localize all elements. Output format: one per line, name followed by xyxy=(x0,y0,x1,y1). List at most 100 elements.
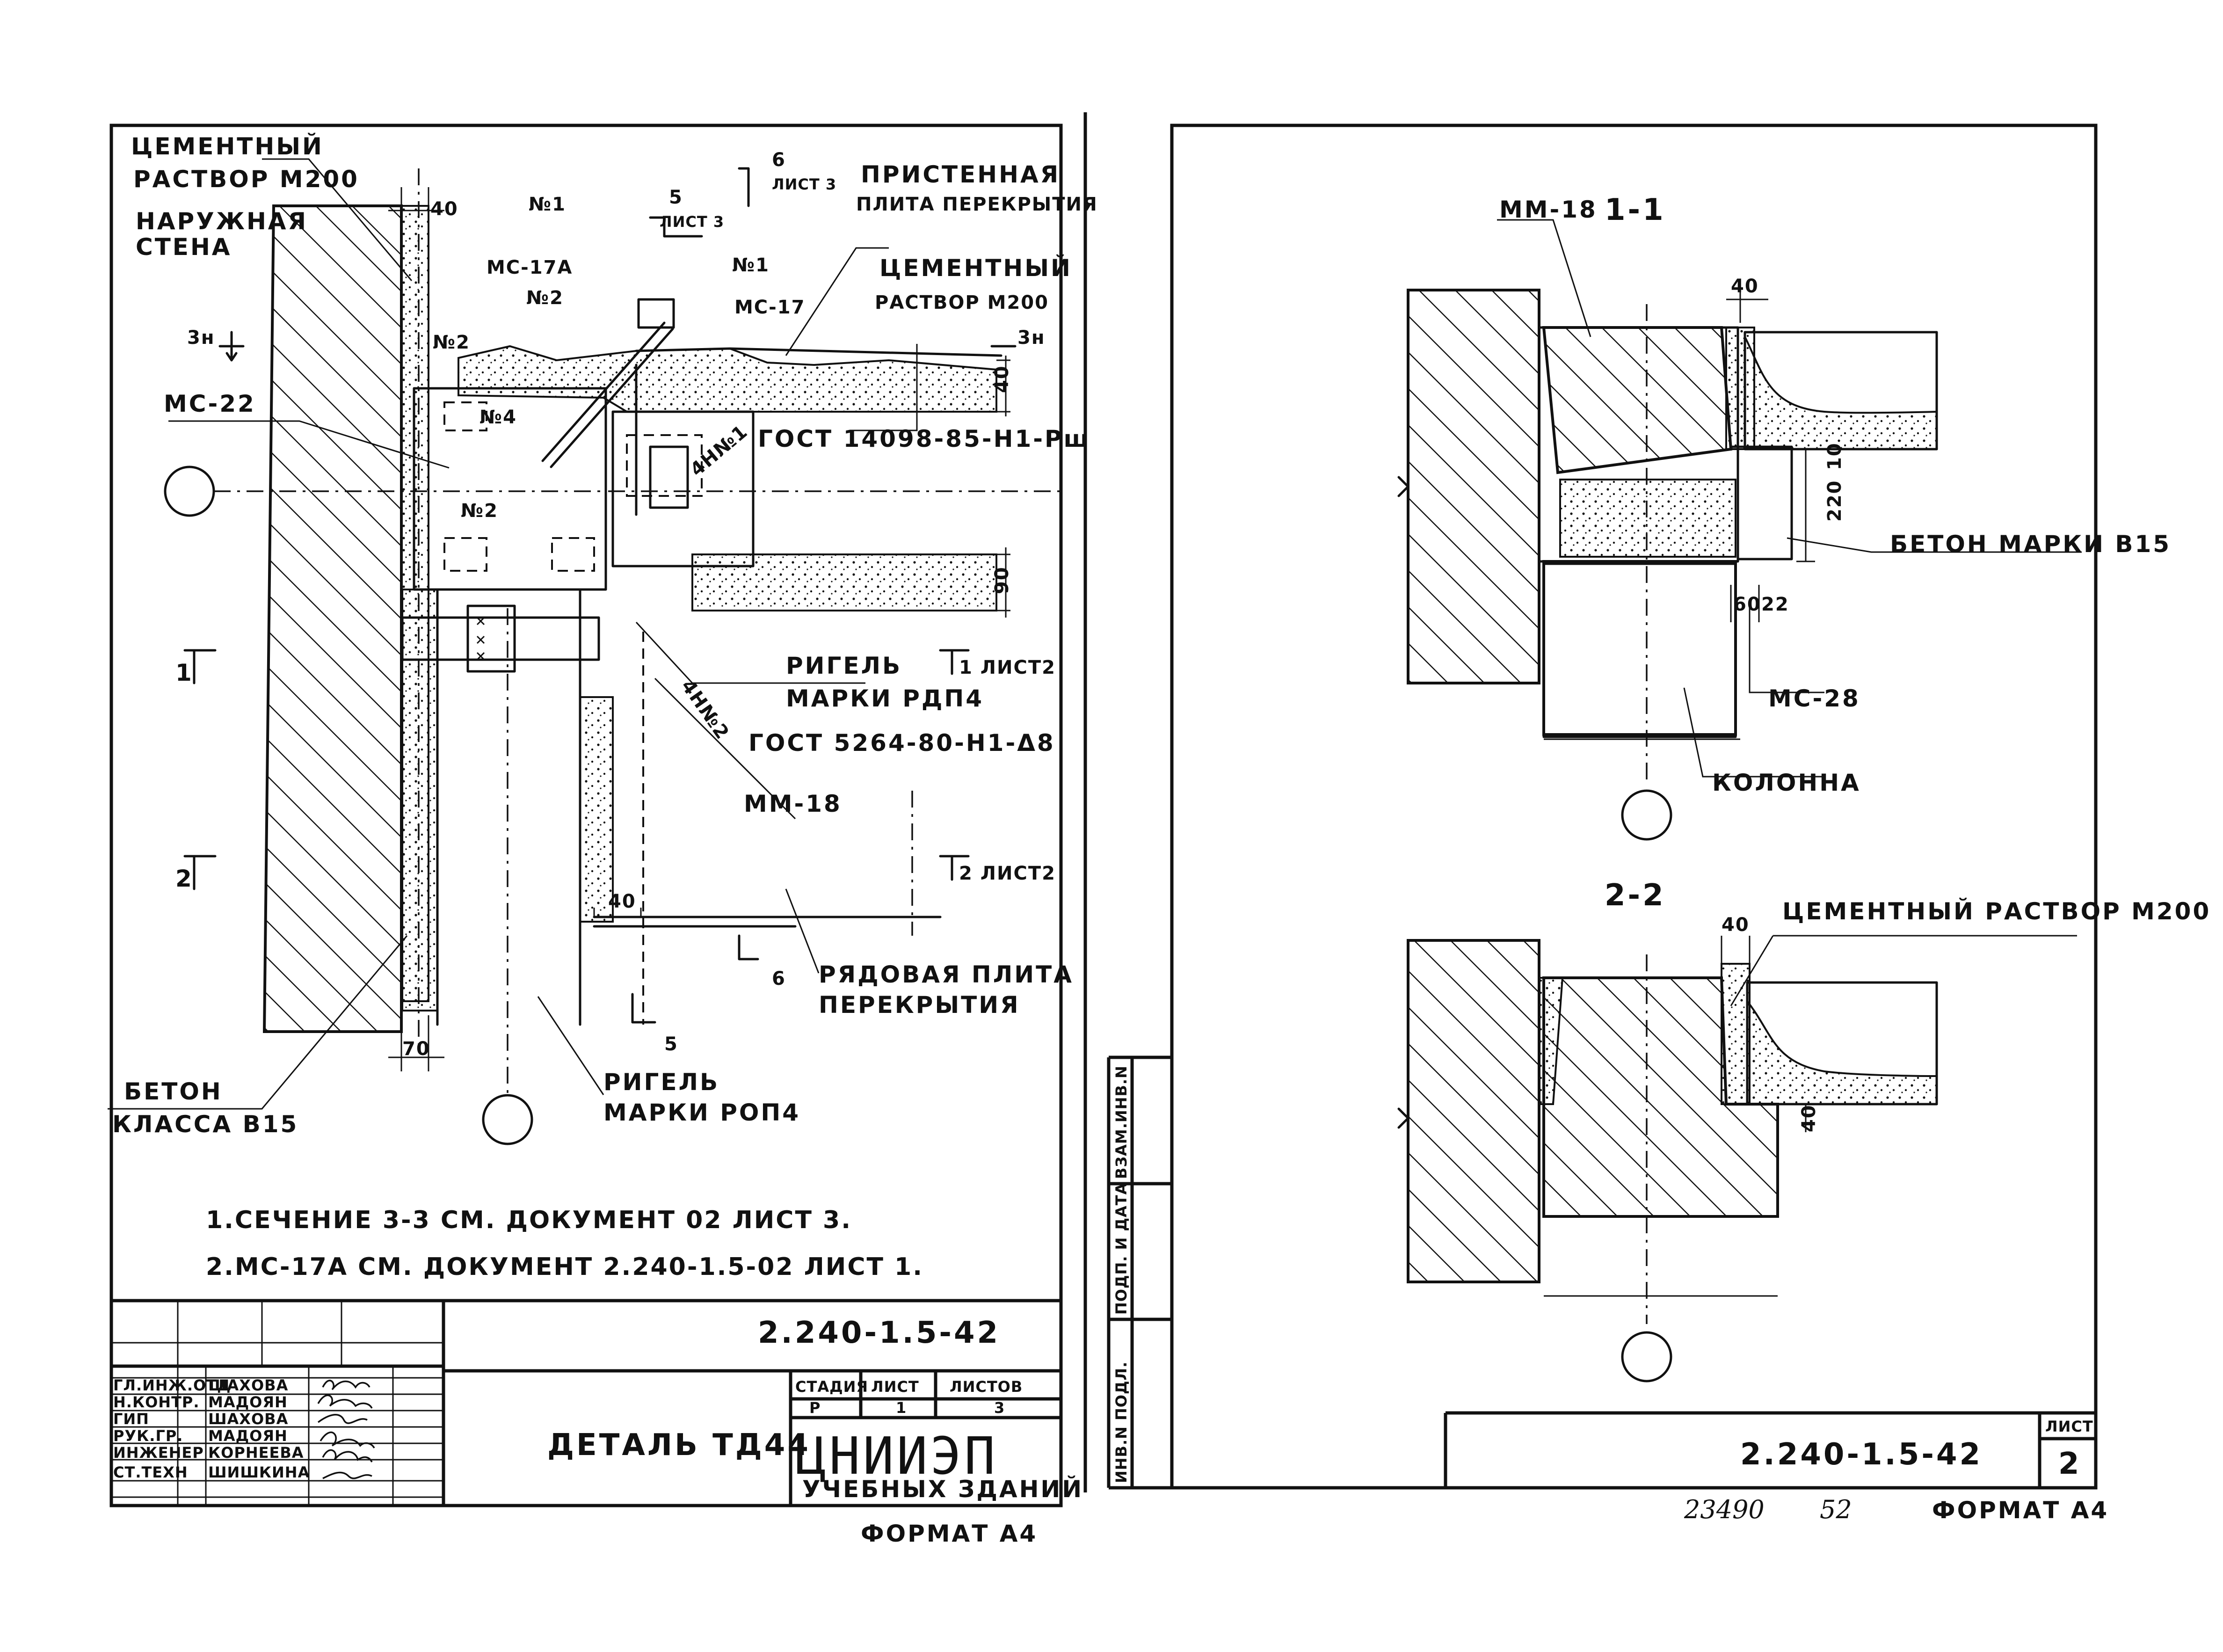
note-1: 1.СЕЧЕНИЕ 3-3 СМ. ДОКУМЕНТ 02 ЛИСТ 3. xyxy=(206,1206,852,1234)
dim-40-top: 40 xyxy=(430,198,458,220)
cut-3-left xyxy=(218,331,245,362)
label-girder-b-2: МАРКИ РОП4 xyxy=(603,1099,800,1126)
label-wall-plate-1: ПРИСТЕННАЯ xyxy=(861,161,1060,188)
cut-6-top-sheet: ЛИСТ 3 xyxy=(772,175,836,193)
label-mc22: МС-22 xyxy=(164,390,256,417)
label-mm18: ММ-18 xyxy=(744,790,842,817)
section-2-mortar: ЦЕМЕНТНЫЙ РАСТВОР М200 xyxy=(1782,897,2211,925)
cut-5-top-sheet: ЛИСТ 3 xyxy=(660,213,724,231)
leaders xyxy=(108,158,918,1110)
upper-slab xyxy=(458,345,1062,611)
note-2: 2.МС-17А СМ. ДОКУМЕНТ 2.240-1.5-02 ЛИСТ … xyxy=(206,1253,923,1281)
cut-5-bottom: 5 xyxy=(664,1033,678,1055)
label-concrete-2: КЛАССА В15 xyxy=(112,1111,298,1138)
label-girder-b-1: РИГЕЛЬ xyxy=(603,1069,719,1096)
section-1-mc28: МС-28 xyxy=(1768,685,1860,712)
role-1: Н.КОНТР. xyxy=(113,1393,200,1411)
label-cement-mortar: ЦЕМЕНТНЫЙ xyxy=(131,132,324,160)
name-5: ШИШКИНА xyxy=(208,1463,310,1481)
right-sheet-number: 2 xyxy=(2058,1447,2082,1481)
label-mortar-grade-2: РАСТВОР М200 xyxy=(875,292,1049,313)
cut-3-right-label: 3н xyxy=(1017,327,1045,349)
label-row-plate-2: ПЕРЕКРЫТИЯ xyxy=(819,991,1020,1019)
name-1: МАДОЯН xyxy=(208,1393,288,1411)
left-sheet: ЦЕМЕНТНЫЙ РАСТВОР М200 НАРУЖНАЯ СТЕНА МС… xyxy=(108,112,1098,1547)
label-concrete-1: БЕТОН xyxy=(124,1078,223,1105)
stamp-podp-data: ПОДП. И ДАТА xyxy=(1112,1183,1130,1315)
section-1-d40: 40 xyxy=(1731,276,1759,297)
name-0: ШАХОВА xyxy=(208,1376,288,1394)
section-1-d60: 60 xyxy=(1733,594,1761,615)
cut-3-left-label: 3н xyxy=(187,327,215,349)
stage-header: СТАДИЯ xyxy=(795,1378,868,1396)
right-sheet-header: ЛИСТ xyxy=(2045,1418,2093,1435)
dimensions xyxy=(388,187,1010,1071)
label-outer-wall-1: НАРУЖНАЯ xyxy=(136,208,308,235)
name-2: ШАХОВА xyxy=(208,1410,288,1428)
section-1-column: КОЛОННА xyxy=(1712,769,1861,796)
girder-box xyxy=(413,298,755,591)
section-1-d22: 22 xyxy=(1761,594,1789,615)
format-left: ФОРМАТ А4 xyxy=(861,1520,1038,1547)
stage-value: Р xyxy=(809,1399,821,1417)
section-1-title: 1-1 xyxy=(1605,193,1666,227)
label-wall-plate-2: ПЛИТА ПЕРЕКРЫТИЯ xyxy=(856,194,1098,215)
org-subtitle: УЧЕБНЫХ ЗДАНИЙ xyxy=(802,1475,1083,1503)
section-2-d40-side: 40 xyxy=(1798,1104,1820,1132)
handwritten-number-2: 52 xyxy=(1820,1495,1852,1524)
role-3: РУК.ГР. xyxy=(113,1427,183,1445)
cut-2-left-label: 2 xyxy=(175,865,194,892)
role-2: ГИП xyxy=(113,1410,149,1428)
right-title-block: 2.240-1.5-42 ЛИСТ 2 xyxy=(1444,1411,2096,1488)
sheet-header: ЛИСТ xyxy=(871,1378,919,1396)
role-0: ГЛ.ИНЖ.ОТД xyxy=(113,1376,231,1394)
dim-40-plate: 40 xyxy=(991,365,1013,393)
girder-rop4 xyxy=(401,588,942,1026)
axis-bubble xyxy=(1621,1331,1672,1383)
left-sheet-frame xyxy=(109,124,1063,1507)
label-gost-2: ГОСТ 5264-80-Н1-Δ8 xyxy=(748,729,1055,757)
section-1-1: 1-1 ММ-18 40 220 10 БЕТОН МАРКИ В15 60 2… xyxy=(1397,193,2171,841)
side-stamp: ИНВ.N ПОДЛ. ПОДП. И ДАТА ВЗАМ.ИНВ.N xyxy=(1107,1055,1172,1490)
cut-2-right-label: 2 ЛИСТ2 xyxy=(959,863,1056,884)
role-5: СТ.ТЕХН xyxy=(113,1463,188,1481)
sheets-value: 3 xyxy=(994,1399,1005,1417)
stamp-inv-podl: ИНВ.N ПОДЛ. xyxy=(1112,1361,1130,1483)
sheets-header: ЛИСТОВ xyxy=(950,1378,1023,1396)
cut-1-left-label: 1 xyxy=(175,659,194,686)
label-gost-1: ГОСТ 14098-85-Н1-Рш xyxy=(758,425,1090,452)
name-4: КОРНЕЕВА xyxy=(208,1444,304,1462)
axis-marks xyxy=(164,466,603,1145)
label-row-plate-1: РЯДОВАЯ ПЛИТА xyxy=(819,961,1074,988)
dim-90: 90 xyxy=(991,566,1013,594)
label-no1-b: №1 xyxy=(732,255,770,276)
left-title-block: 2.240-1.5-42 ДЕТАЛЬ ТД44 СТАДИЯ ЛИСТ ЛИС… xyxy=(111,1299,1083,1506)
title-code: 2.240-1.5-42 xyxy=(758,1316,1000,1350)
section-2-title: 2-2 xyxy=(1605,878,1666,913)
section-1-d10: 10 xyxy=(1824,442,1845,470)
cut-5-top-num: 5 xyxy=(669,187,683,208)
section-1-concrete: БЕТОН МАРКИ В15 xyxy=(1890,531,2171,558)
dim-70: 70 xyxy=(402,1038,430,1060)
label-no1-a: №1 xyxy=(529,194,566,215)
section-1-d220: 220 xyxy=(1824,480,1845,522)
axis-bubble xyxy=(482,1094,533,1145)
label-weld-4n1: 4Н№1 xyxy=(686,421,752,481)
right-sheet-frame xyxy=(1170,124,2098,1490)
dim-40-bottom: 40 xyxy=(608,891,636,912)
label-no2-a: №2 xyxy=(526,287,564,309)
label-outer-wall-2: СТЕНА xyxy=(136,233,232,261)
stamp-vzam-inv: ВЗАМ.ИНВ.N xyxy=(1112,1065,1130,1179)
label-girder-2: МАРКИ РДП4 xyxy=(786,685,984,712)
label-mc17a: МС-17А xyxy=(487,257,573,278)
handwritten-number-1: 23490 xyxy=(1684,1495,1765,1524)
name-3: МАДОЯН xyxy=(208,1427,288,1445)
sheet-value: 1 xyxy=(896,1399,907,1417)
cut-6-bottom: 6 xyxy=(772,968,786,990)
org-logo: ЦНИИЭП xyxy=(795,1426,998,1486)
section-1-mm18: ММ-18 xyxy=(1499,196,1598,223)
axis-bubble xyxy=(1621,789,1672,841)
right-title-code: 2.240-1.5-42 xyxy=(1740,1437,1983,1472)
section-2-d40-top: 40 xyxy=(1722,914,1750,936)
